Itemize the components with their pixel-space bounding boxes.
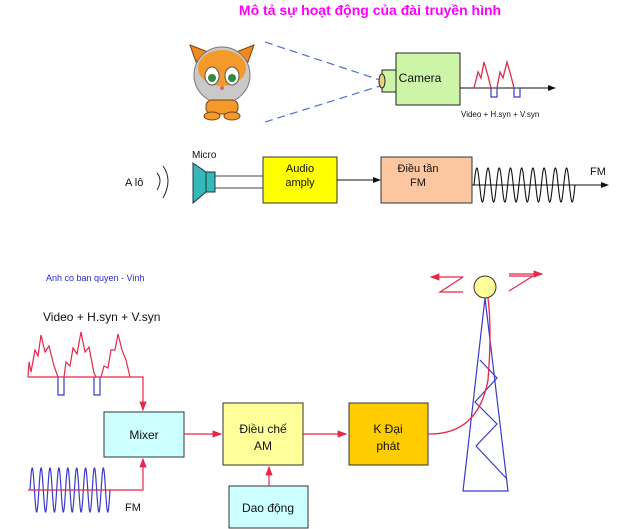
camera-signal-label: Video + H.syn + V.syn	[461, 110, 539, 119]
fm-modulator-block	[380, 156, 473, 204]
microphone-icon	[192, 162, 216, 205]
oscillator-label: Dao động	[242, 501, 294, 515]
page-title: Mô tả sự hoạt động của đài truyền hình	[239, 2, 501, 18]
am-mod-label-2: AM	[254, 439, 272, 453]
copyright-note: Anh co ban quyen - Vinh	[46, 273, 144, 283]
oscillator-block	[228, 485, 309, 529]
fm-output-wave	[473, 167, 576, 203]
fm-mod-label-2: FM	[410, 177, 426, 189]
power-amp-block	[348, 402, 429, 466]
power-amp-label-2: phát	[376, 439, 400, 453]
micro-label: Micro	[192, 150, 217, 161]
fm-output-label: FM	[590, 166, 606, 178]
camera-block: Camera	[378, 52, 461, 106]
fm-mod-label-1: Điều tần	[398, 163, 439, 175]
audio-amp-label-1: Audio	[286, 163, 314, 175]
power-amp-label-1: K Đại	[373, 422, 402, 436]
am-modulator-block	[222, 402, 304, 466]
am-mod-label-1: Điều chế	[239, 422, 287, 436]
video-waveform	[27, 331, 131, 378]
audio-amp-label-2: amply	[285, 177, 315, 189]
video-signal-label: Video + H.syn + V.syn	[43, 310, 160, 324]
antenna-tower-icon	[427, 270, 544, 492]
audio-amp-block	[262, 156, 338, 204]
source-label: A lô	[125, 177, 143, 189]
mixer-label: Mixer	[129, 428, 158, 442]
camera-label: Camera	[399, 71, 442, 85]
sound-waves-icon	[156, 165, 169, 199]
cat-mascot-icon	[189, 44, 255, 121]
mixer-block	[103, 411, 185, 458]
fm-input-label: FM	[125, 502, 141, 514]
